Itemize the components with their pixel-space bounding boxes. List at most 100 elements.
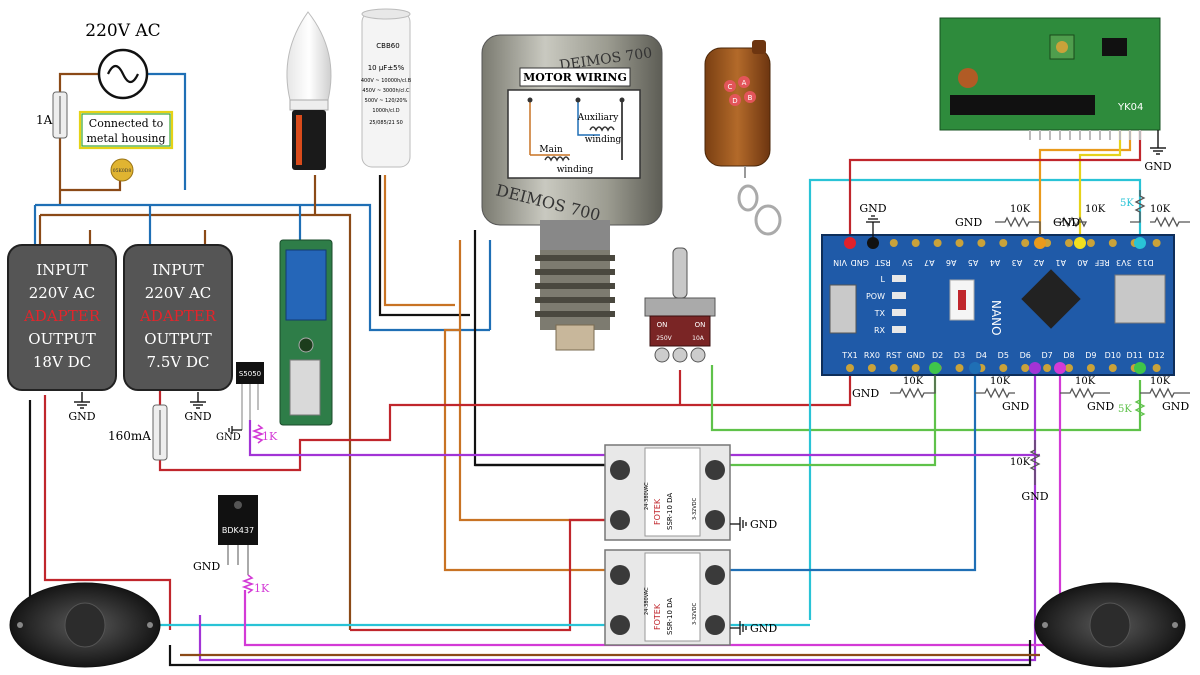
pulldown-resistors-top bbox=[995, 190, 1190, 235]
ground-icon bbox=[730, 517, 747, 531]
nano-led bbox=[892, 326, 906, 333]
nano-top-pin-label: REF bbox=[1094, 258, 1110, 267]
nano-top-pin bbox=[999, 239, 1008, 247]
gnd-label-nano: GND bbox=[859, 202, 886, 215]
toggle-switch: ON ON 250V 10A bbox=[644, 247, 716, 363]
ground-icon bbox=[730, 621, 747, 635]
nano-top-pin bbox=[1086, 239, 1095, 247]
ac-source-label: 220V AC bbox=[85, 21, 160, 41]
res-label-5k-top: 5K bbox=[1120, 198, 1134, 209]
svg-text:ADAPTER: ADAPTER bbox=[23, 307, 101, 325]
svg-text:OUTPUT: OUTPUT bbox=[144, 330, 211, 348]
pin-marker-d2 bbox=[929, 362, 941, 374]
svg-text:SSR-10 DA: SSR-10 DA bbox=[666, 598, 674, 635]
svg-text:A: A bbox=[742, 79, 747, 87]
svg-text:3-32VDC: 3-32VDC bbox=[692, 497, 698, 520]
wire-ac-neutral bbox=[58, 72, 98, 205]
nano-bottom-pin bbox=[999, 364, 1008, 372]
svg-text:24-380VAC: 24-380VAC bbox=[644, 482, 650, 510]
receiver-label: YK04 bbox=[1117, 102, 1143, 113]
svg-text:INPUT: INPUT bbox=[36, 261, 88, 279]
rf-receiver-module: YK04 GND bbox=[939, 17, 1172, 173]
nano-top-pin-label: GND bbox=[851, 258, 869, 267]
nano-top-pin bbox=[977, 239, 986, 247]
svg-text:250V: 250V bbox=[656, 335, 672, 342]
remote-control: A C D B bbox=[704, 40, 782, 236]
svg-text:OUTPUT: OUTPUT bbox=[28, 330, 95, 348]
varistor: 05K0D8 bbox=[110, 158, 134, 182]
nano-bottom-pin bbox=[867, 364, 876, 372]
nano-bottom-pin-label: D3 bbox=[954, 351, 965, 360]
housing-note-line2: metal housing bbox=[86, 132, 165, 145]
ir-sensor-right bbox=[1034, 582, 1186, 668]
ground-icon bbox=[866, 215, 880, 237]
nano-top-pin-label: A0 bbox=[1077, 258, 1088, 267]
res-label-b3: 10K bbox=[1010, 457, 1031, 468]
nano-top-pin bbox=[955, 239, 964, 247]
nano-bottom-pin bbox=[889, 364, 898, 372]
nano-top-pin-label: A5 bbox=[968, 258, 979, 267]
nano-led bbox=[892, 275, 906, 282]
gnd-label-r2: GND bbox=[1053, 216, 1080, 229]
adapter-7v5: INPUT 220V AC ADAPTER OUTPUT 7.5V DC bbox=[123, 244, 233, 391]
fuse-small-label: 160mA bbox=[108, 429, 151, 443]
nano-bottom-pin bbox=[1021, 364, 1030, 372]
gnd-label-transistor: GND bbox=[193, 560, 220, 573]
relay-module: S5050 1K GND bbox=[216, 239, 333, 444]
gnd-label-b3: GND bbox=[1021, 490, 1048, 503]
nano-top-pin bbox=[1152, 239, 1161, 247]
nano-bottom-pin bbox=[1043, 364, 1052, 372]
svg-text:24-380VAC: 24-380VAC bbox=[644, 587, 650, 615]
pin-marker-vin bbox=[844, 237, 856, 249]
housing-note-line1: Connected to bbox=[89, 117, 164, 130]
pin-marker-d8 bbox=[1054, 362, 1066, 374]
nano-bottom-pin bbox=[911, 364, 920, 372]
pin-marker-a0 bbox=[1074, 237, 1086, 249]
gnd-label-b2: GND bbox=[1002, 400, 1029, 413]
gnd-label-ssr1: GND bbox=[750, 518, 777, 531]
svg-text:500V ~ 120/20%: 500V ~ 120/20% bbox=[365, 98, 408, 104]
motor-screw-shaft bbox=[535, 250, 615, 351]
nano-label: NANO bbox=[989, 300, 1003, 336]
nano-bottom-pin bbox=[955, 364, 964, 372]
nano-bottom-pin-label: RST bbox=[886, 351, 902, 360]
resistor-1k-transistor bbox=[241, 574, 255, 594]
nano-top-pin bbox=[911, 239, 920, 247]
res-label-5k-bottom: 5K bbox=[1118, 404, 1132, 415]
nano-top-pin-label: 5V bbox=[902, 258, 913, 267]
svg-text:B: B bbox=[748, 94, 753, 102]
ground-icon bbox=[74, 392, 90, 409]
nano-bottom-pin-label: D12 bbox=[1148, 351, 1164, 360]
pin-marker-d13 bbox=[1134, 237, 1146, 249]
nano-bottom-pin-label: GND bbox=[907, 351, 925, 360]
pin-marker-d12 bbox=[1134, 362, 1146, 374]
gnd-label-receiver: GND bbox=[1144, 160, 1171, 173]
res-label-b2: 10K bbox=[990, 376, 1011, 387]
svg-text:25/085/21 S0: 25/085/21 S0 bbox=[369, 120, 403, 126]
nano-pin-markers bbox=[844, 237, 1146, 374]
svg-text:7.5V DC: 7.5V DC bbox=[147, 353, 210, 371]
svg-text:220V AC: 220V AC bbox=[145, 284, 212, 302]
gnd-label-adapter1: GND bbox=[68, 410, 95, 423]
pin-marker-d7 bbox=[1029, 362, 1041, 374]
svg-text:400V ~ 10000h/cl.B: 400V ~ 10000h/cl.B bbox=[361, 78, 412, 84]
nano-bottom-pin-label: D4 bbox=[976, 351, 987, 360]
nano-bottom-pin-label: D8 bbox=[1063, 351, 1074, 360]
wire-orange-ssr bbox=[458, 330, 610, 522]
nano-bottom-pin-label: D6 bbox=[1020, 351, 1031, 360]
wire-ac-blue-bus bbox=[35, 203, 490, 332]
nano-top-pin-label: D13 bbox=[1137, 258, 1153, 267]
gnd-label-relay: GND bbox=[216, 432, 241, 443]
nano-bottom-pin-label: D2 bbox=[932, 351, 943, 360]
svg-text:Main: Main bbox=[539, 145, 562, 155]
nano-led-label: L bbox=[881, 275, 886, 284]
relay-transistor-label: S5050 bbox=[239, 370, 261, 378]
wire-blue-d4 bbox=[730, 370, 977, 572]
pulldown-resistors-bottom bbox=[890, 375, 1190, 485]
fuse-main-label: 1A bbox=[36, 113, 53, 127]
fuse-main: 1A bbox=[36, 91, 68, 139]
wire-switch-green bbox=[710, 365, 1142, 432]
svg-text:1000h/cl.D: 1000h/cl.D bbox=[372, 108, 399, 114]
